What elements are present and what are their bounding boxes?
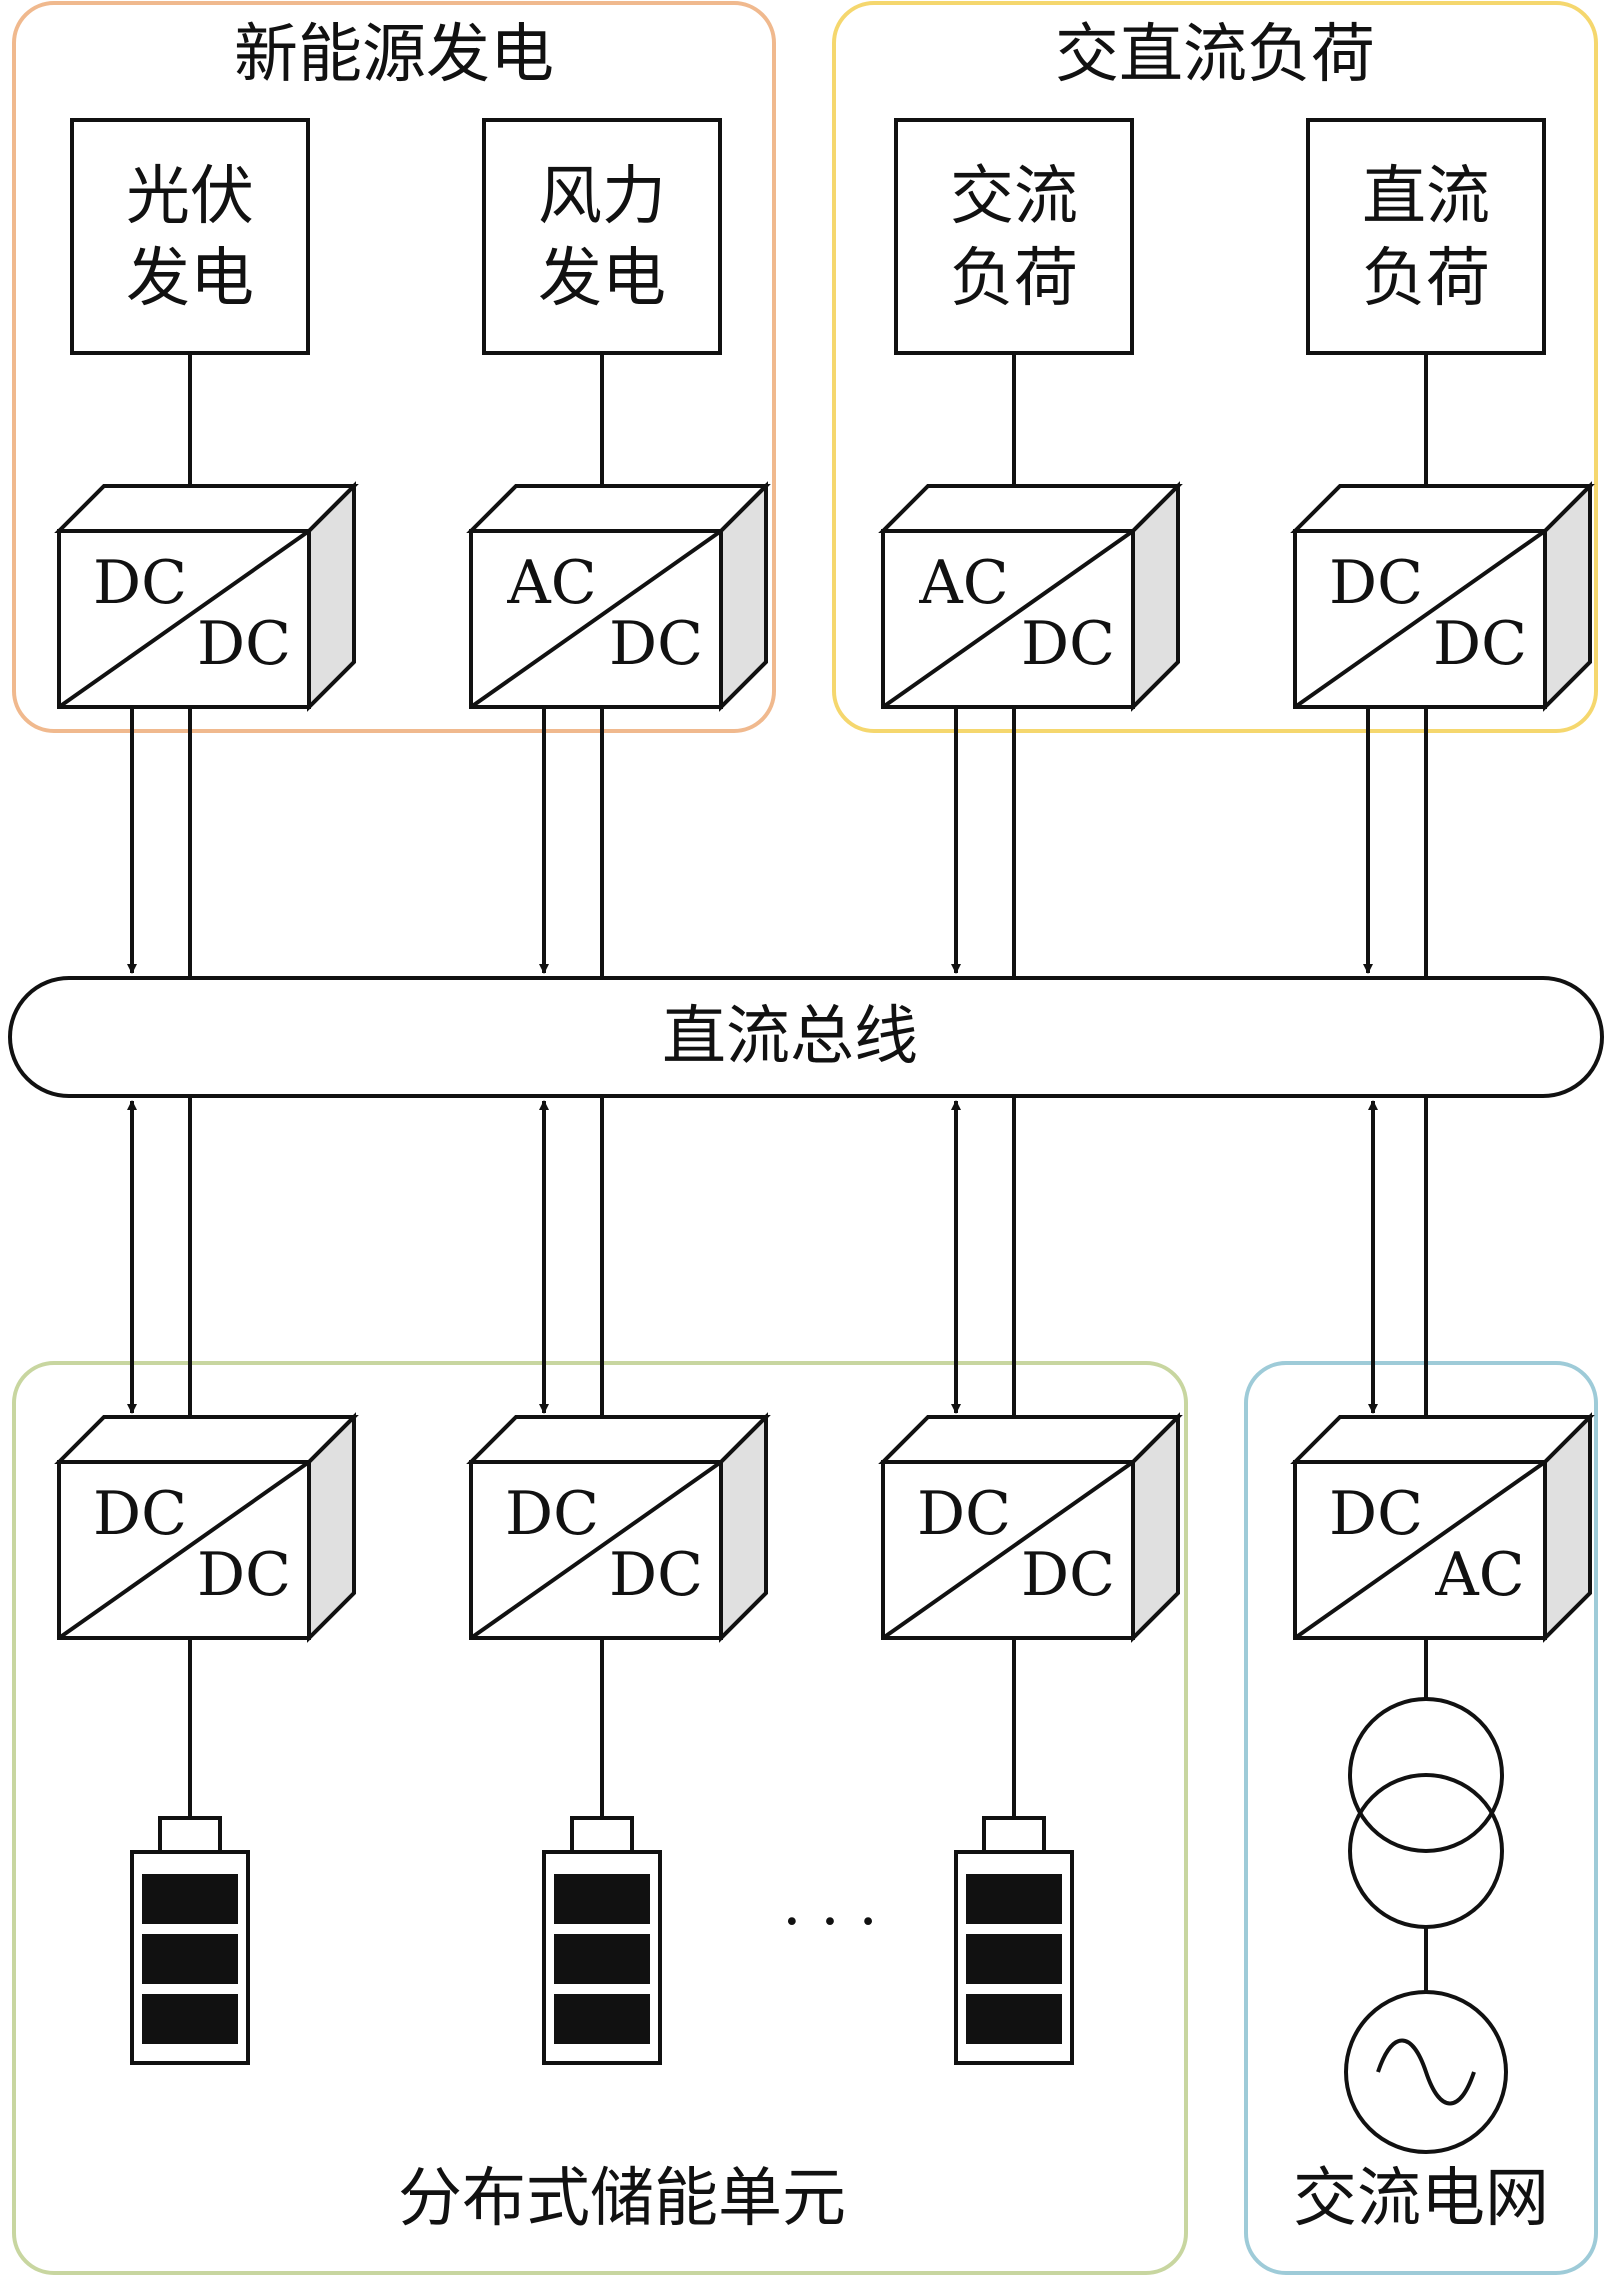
storage2-converter-top: DC xyxy=(505,1479,599,1549)
loads-group-frame xyxy=(832,1,1598,733)
storage2-converter-bottom: DC xyxy=(609,1540,703,1610)
pv-source-line2: 发电 xyxy=(126,242,254,316)
dc-bus: 直流总线 xyxy=(8,976,1604,1098)
ac-load-converter: AC DC xyxy=(878,481,1183,712)
wind-source-line2: 发电 xyxy=(538,242,666,316)
storage1-converter: DC DC xyxy=(54,1412,359,1643)
dc-load-line2: 负荷 xyxy=(1362,242,1490,316)
battery-icon xyxy=(954,1816,1074,2065)
storage3-converter: DC DC xyxy=(878,1412,1183,1643)
ac-load-box: 交流 负荷 xyxy=(894,118,1134,355)
wind-converter: AC DC xyxy=(466,481,771,712)
battery-icon xyxy=(130,1816,250,2065)
storage1-converter-top: DC xyxy=(93,1479,187,1549)
grid-converter-top: DC xyxy=(1329,1479,1423,1549)
ac-load-line2: 负荷 xyxy=(950,242,1078,316)
storage1-converter-bottom: DC xyxy=(197,1540,291,1610)
ac-load-converter-top: AC xyxy=(918,548,1008,618)
loads-group-title: 交直流负荷 xyxy=(1055,18,1375,92)
dc-load-line1: 直流 xyxy=(1362,160,1490,234)
ac-load-converter-bottom: DC xyxy=(1021,609,1115,679)
pv-converter-bottom: DC xyxy=(197,609,291,679)
dc-load-converter-top: DC xyxy=(1329,548,1423,618)
grid-group-title: 交流电网 xyxy=(1293,2162,1549,2236)
ac-source-icon xyxy=(1344,1990,1508,2154)
pv-converter: DC DC xyxy=(54,481,359,712)
grid-converter: DC AC xyxy=(1290,1412,1595,1643)
ellipsis: · · · xyxy=(782,1887,877,1957)
dc-load-converter-bottom: DC xyxy=(1433,609,1527,679)
storage2-converter: DC DC xyxy=(466,1412,771,1643)
storage3-converter-bottom: DC xyxy=(1021,1540,1115,1610)
storage-group-title: 分布式储能单元 xyxy=(398,2162,846,2236)
dc-load-box: 直流 负荷 xyxy=(1306,118,1546,355)
renewable-group-frame xyxy=(12,1,776,733)
dc-load-converter: DC DC xyxy=(1290,481,1595,712)
grid-converter-bottom: AC xyxy=(1434,1540,1524,1610)
transformer-icon xyxy=(1348,1697,1504,1929)
wind-source: 风力 发电 xyxy=(482,118,722,355)
ac-load-line1: 交流 xyxy=(950,160,1078,234)
wind-converter-top: AC xyxy=(506,548,596,618)
renewable-group-title: 新能源发电 xyxy=(234,18,554,92)
storage3-converter-top: DC xyxy=(917,1479,1011,1549)
wind-converter-bottom: DC xyxy=(609,609,703,679)
pv-source: 光伏 发电 xyxy=(70,118,310,355)
pv-converter-top: DC xyxy=(93,548,187,618)
dc-bus-label: 直流总线 xyxy=(662,1000,918,1074)
grid-group-frame xyxy=(1244,1361,1598,2275)
battery-icon xyxy=(542,1816,662,2065)
pv-source-line1: 光伏 xyxy=(126,160,254,234)
wind-source-line1: 风力 xyxy=(538,160,666,234)
